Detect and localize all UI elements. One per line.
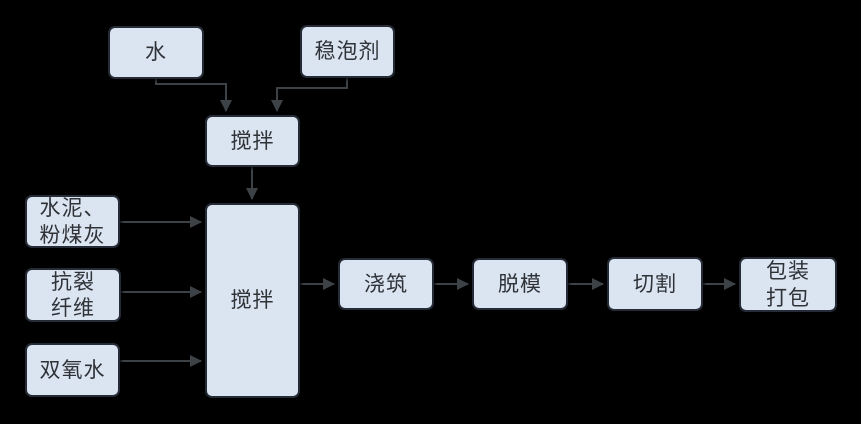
node-hydrogen-peroxide: 双氧水 <box>25 343 120 397</box>
node-mix-premix-label: 搅拌 <box>230 128 275 153</box>
node-anticrack-fiber-label: 抗裂 纤维 <box>51 269 95 320</box>
node-cement-flyash: 水泥、 粉煤灰 <box>25 195 120 248</box>
node-demolding-label: 脱模 <box>498 271 542 296</box>
node-mix-main: 搅拌 <box>205 203 300 398</box>
node-foam-stabilizer-label: 稳泡剂 <box>314 39 381 64</box>
edge-stabilizer-to-premix <box>271 78 348 112</box>
node-hydrogen-peroxide-label: 双氧水 <box>39 357 106 382</box>
node-mix-main-label: 搅拌 <box>230 288 275 313</box>
node-anticrack-fiber: 抗裂 纤维 <box>25 268 121 322</box>
node-demolding: 脱模 <box>472 258 568 310</box>
node-pouring-label: 浇筑 <box>364 271 408 296</box>
node-foam-stabilizer: 稳泡剂 <box>300 25 395 78</box>
node-mix-premix: 搅拌 <box>205 115 300 167</box>
node-cutting-label: 切割 <box>633 271 677 296</box>
node-cement-flyash-label: 水泥、 粉煤灰 <box>39 196 106 247</box>
node-water-label: 水 <box>145 40 167 65</box>
edge-water-to-premix <box>155 79 232 112</box>
node-cutting: 切割 <box>607 257 703 311</box>
node-water: 水 <box>108 26 204 79</box>
node-packaging: 包装 打包 <box>739 257 837 312</box>
node-pouring: 浇筑 <box>338 258 434 310</box>
node-packaging-label: 包装 打包 <box>766 259 810 310</box>
